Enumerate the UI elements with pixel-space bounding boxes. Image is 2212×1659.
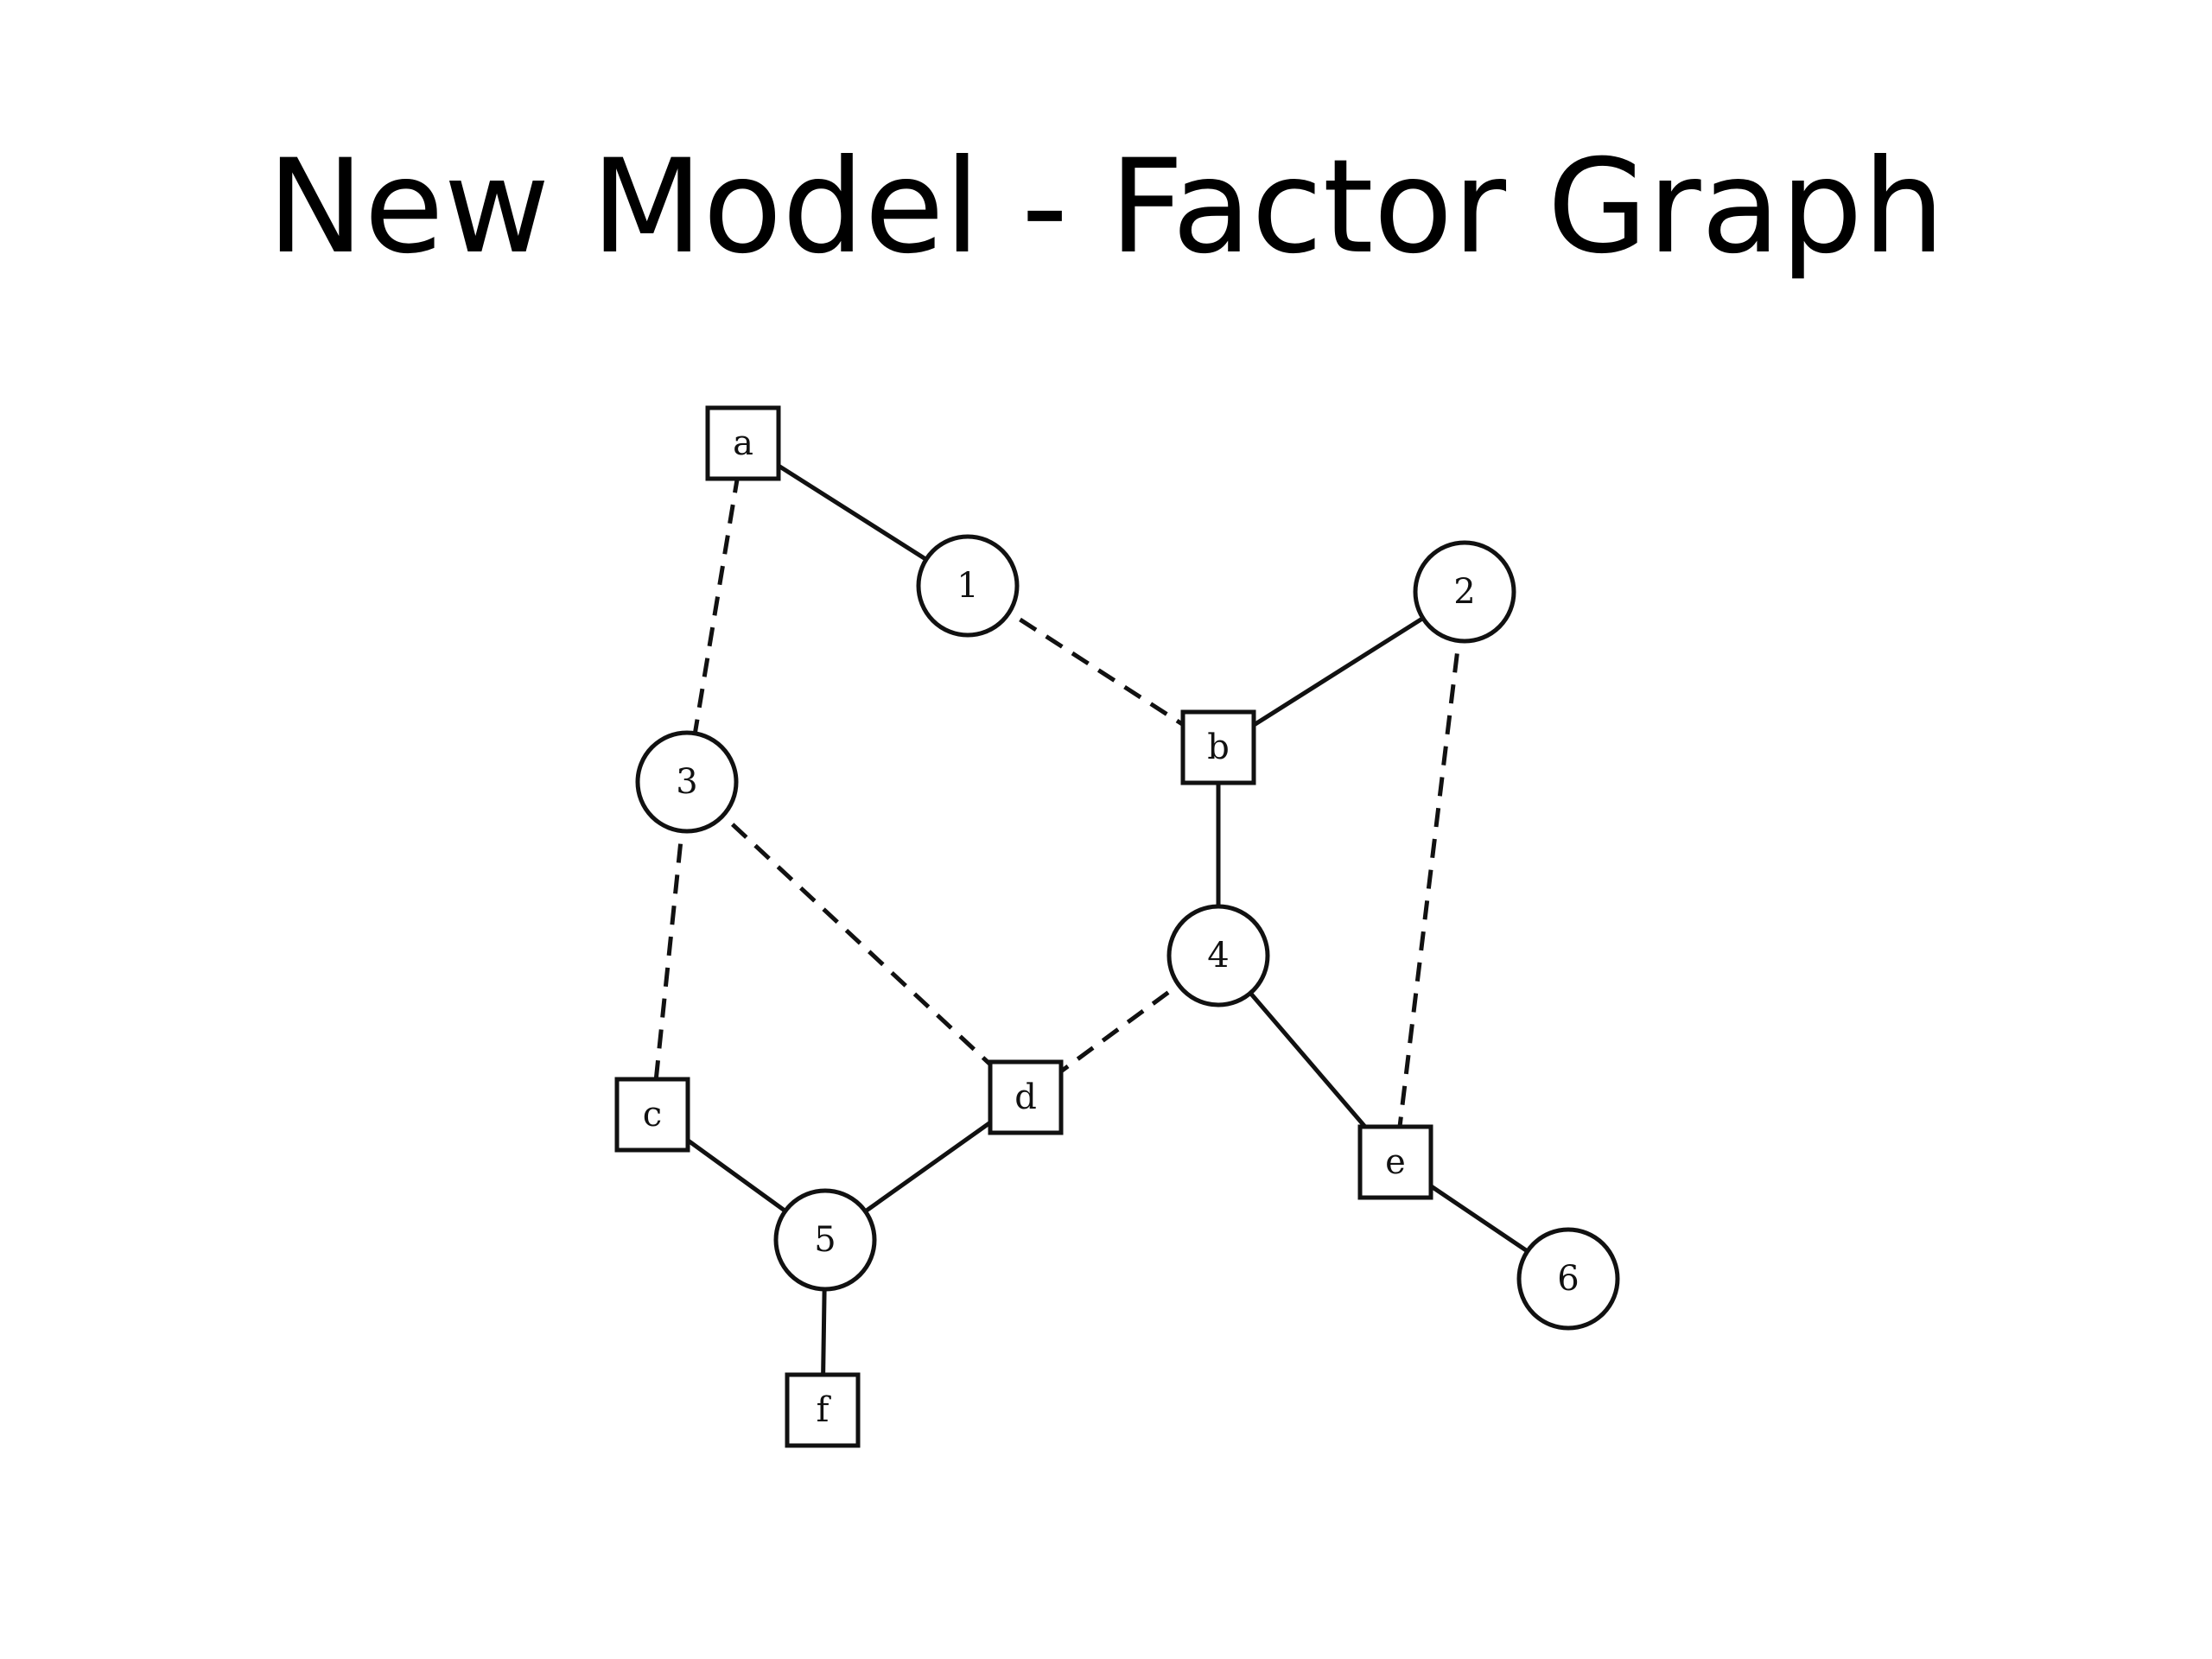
variable-node-label: 1 xyxy=(957,566,978,606)
variable-node-circle xyxy=(773,1188,877,1292)
edge-a-3 xyxy=(684,442,746,783)
variable-node-label: 2 xyxy=(1453,572,1475,612)
variable-node-1: 1 xyxy=(916,534,1020,638)
variable-node-circle xyxy=(1166,904,1270,1007)
variable-node-circle xyxy=(1413,540,1516,644)
factor-node-f: f xyxy=(785,1372,861,1448)
nodes-layer: 1 2 3 4 5 6 a b c d e f xyxy=(614,405,1620,1448)
factor-node-square xyxy=(614,1077,690,1153)
edge-3-c xyxy=(650,781,690,1116)
factor-node-label: f xyxy=(817,1390,832,1430)
variable-node-label: 4 xyxy=(1207,936,1229,976)
edge-3-d xyxy=(685,780,1027,1099)
variable-node-circle xyxy=(1516,1227,1620,1331)
factor-node-square xyxy=(1357,1124,1433,1200)
slide-title: New Model - Factor Graph xyxy=(267,132,1945,283)
factor-node-c: c xyxy=(614,1077,690,1153)
factor-node-square xyxy=(1180,709,1256,785)
variable-node-5: 5 xyxy=(773,1188,877,1292)
variable-node-6: 6 xyxy=(1516,1227,1620,1331)
factor-node-label: a xyxy=(733,423,753,463)
factor-node-e: e xyxy=(1357,1124,1433,1200)
factor-node-square xyxy=(705,405,781,481)
edge-2-e xyxy=(1393,591,1467,1163)
variable-node-2: 2 xyxy=(1413,540,1516,644)
variable-node-label: 6 xyxy=(1557,1259,1579,1299)
variable-node-label: 5 xyxy=(814,1220,836,1260)
factor-node-square xyxy=(785,1372,861,1448)
factor-node-b: b xyxy=(1180,709,1256,785)
factor-node-a: a xyxy=(705,405,781,481)
factor-node-d: d xyxy=(988,1059,1064,1135)
variable-node-3: 3 xyxy=(635,730,739,834)
factor-node-label: b xyxy=(1207,728,1230,767)
variable-node-circle xyxy=(635,730,739,834)
factor-node-label: c xyxy=(643,1095,662,1135)
variable-node-circle xyxy=(916,534,1020,638)
variable-node-4: 4 xyxy=(1166,904,1270,1007)
variable-node-label: 3 xyxy=(676,762,697,802)
factor-node-square xyxy=(988,1059,1064,1135)
factor-node-label: e xyxy=(1385,1142,1406,1182)
factor-node-label: d xyxy=(1014,1077,1037,1117)
